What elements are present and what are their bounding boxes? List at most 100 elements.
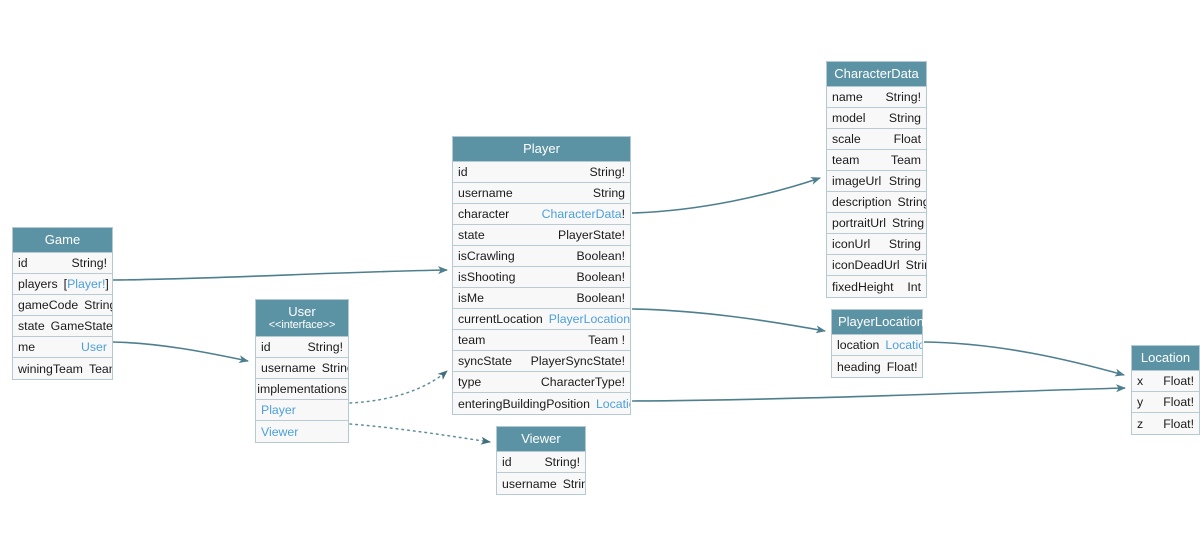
field-name: name xyxy=(832,90,863,104)
field-type: Float! xyxy=(1163,374,1194,388)
node-viewer[interactable]: Viewer id String! username String xyxy=(496,426,586,495)
edge-game-players-to-player xyxy=(112,266,448,281)
field-type: Float! xyxy=(1163,416,1194,431)
node-player-title: Player xyxy=(453,137,630,162)
field-type: String xyxy=(888,111,921,125)
table-row[interactable]: model String xyxy=(827,108,926,129)
field-type: Float! xyxy=(1163,395,1194,409)
table-row[interactable]: heading Float! xyxy=(832,356,922,377)
field-type: String xyxy=(897,195,926,209)
table-row[interactable]: name String! xyxy=(827,87,926,108)
table-row[interactable]: id String! xyxy=(453,162,630,183)
node-playerlocation-title: PlayerLocation xyxy=(832,310,924,335)
node-characterdata-title: CharacterData xyxy=(827,62,926,87)
edge-user-implements-viewer xyxy=(349,423,491,445)
table-row[interactable]: iconDeadUrl String xyxy=(827,255,926,276)
field-name: model xyxy=(832,111,866,125)
table-row[interactable]: z Float! xyxy=(1132,413,1199,434)
section-label: implementations xyxy=(257,382,347,396)
table-row[interactable]: id String! xyxy=(256,337,348,358)
field-name: imageUrl xyxy=(832,174,882,188)
field-name: team xyxy=(832,153,860,167)
table-row[interactable]: fixedHeight Int xyxy=(827,276,926,297)
table-row[interactable]: location Location! xyxy=(832,335,922,356)
table-row[interactable]: username String xyxy=(453,183,630,204)
table-row[interactable]: isShooting Boolean! xyxy=(453,267,630,288)
table-row[interactable]: currentLocation PlayerLocation! xyxy=(453,309,630,330)
table-row[interactable]: y Float! xyxy=(1132,392,1199,413)
field-type: Float! xyxy=(886,359,918,374)
field-name: portraitUrl xyxy=(832,216,886,230)
field-name: isMe xyxy=(458,291,484,305)
field-type: CharacterType! xyxy=(540,375,625,389)
field-type: Team ! xyxy=(588,333,625,347)
field-name: location xyxy=(837,338,880,352)
table-row[interactable]: imageUrl String xyxy=(827,171,926,192)
node-player[interactable]: Player id String! username String charac… xyxy=(452,136,631,415)
table-row[interactable]: me User xyxy=(13,337,112,358)
field-type: Boolean! xyxy=(576,249,625,263)
field-type: PlayerState! xyxy=(558,228,625,242)
field-name: username xyxy=(502,476,557,491)
table-row[interactable]: gameCode String! xyxy=(13,295,112,316)
field-name: y xyxy=(1137,395,1144,409)
edge-playerlocation-location-to-location xyxy=(923,341,1125,377)
implementation-item-viewer[interactable]: Viewer xyxy=(256,421,348,442)
field-name: description xyxy=(832,195,892,209)
node-user-name: User xyxy=(288,304,316,319)
table-row[interactable]: description String xyxy=(827,192,926,213)
table-row[interactable]: isCrawling Boolean! xyxy=(453,246,630,267)
field-name: currentLocation xyxy=(458,312,543,326)
implementation-item-player[interactable]: Player xyxy=(256,400,348,421)
table-row[interactable]: iconUrl String xyxy=(827,234,926,255)
field-name: type xyxy=(458,375,482,389)
implementation-name: Player xyxy=(261,403,296,417)
table-row[interactable]: portraitUrl String xyxy=(827,213,926,234)
table-row[interactable]: syncState PlayerSyncState! xyxy=(453,351,630,372)
field-type: String xyxy=(562,476,585,491)
field-name: gameCode xyxy=(18,298,79,312)
table-row[interactable]: team Team ! xyxy=(453,330,630,351)
table-row[interactable]: character CharacterData! xyxy=(453,204,630,225)
table-row[interactable]: username String xyxy=(256,358,348,379)
field-type: String! xyxy=(84,298,112,312)
table-row[interactable]: username String xyxy=(497,473,585,494)
node-location[interactable]: Location x Float! y Float! z Float! xyxy=(1131,345,1200,435)
field-name: iconDeadUrl xyxy=(832,258,900,272)
table-row[interactable]: type CharacterType! xyxy=(453,372,630,393)
node-viewer-title: Viewer xyxy=(497,427,585,452)
field-name: state xyxy=(18,319,45,333)
node-characterdata[interactable]: CharacterData name String! model String … xyxy=(826,61,927,298)
field-type: Location xyxy=(595,396,630,411)
table-row[interactable]: enteringBuildingPosition Location xyxy=(453,393,630,414)
field-type: Team xyxy=(890,153,921,167)
field-type: String xyxy=(888,237,921,251)
node-playerlocation[interactable]: PlayerLocation location Location! headin… xyxy=(831,309,924,378)
field-type: [Player!] xyxy=(63,277,109,291)
table-row[interactable]: isMe Boolean! xyxy=(453,288,630,309)
table-row[interactable]: id String! xyxy=(13,253,112,274)
field-type: String xyxy=(891,216,925,230)
node-game-title: Game xyxy=(13,228,112,253)
field-name: me xyxy=(18,340,36,354)
field-name: isShooting xyxy=(458,270,516,284)
field-type: String! xyxy=(544,455,580,469)
table-row[interactable]: scale Float xyxy=(827,129,926,150)
field-name: z xyxy=(1137,416,1144,431)
table-row[interactable]: x Float! xyxy=(1132,371,1199,392)
field-type: String xyxy=(888,174,921,188)
field-type: CharacterData! xyxy=(541,207,625,221)
table-row[interactable]: winingTeam Team xyxy=(13,358,112,379)
table-row[interactable]: players [Player!] xyxy=(13,274,112,295)
field-name: fixedHeight xyxy=(832,279,894,294)
field-name: state xyxy=(458,228,485,242)
table-row[interactable]: team Team xyxy=(827,150,926,171)
table-row[interactable]: state PlayerState! xyxy=(453,225,630,246)
table-row[interactable]: state GameState! xyxy=(13,316,112,337)
edge-player-character-to-characterdata xyxy=(631,177,821,214)
field-name: syncState xyxy=(458,354,512,368)
table-row[interactable]: id String! xyxy=(497,452,585,473)
node-game[interactable]: Game id String! players [Player!] gameCo… xyxy=(12,227,113,380)
node-user[interactable]: User <<interface>> id String! username S… xyxy=(255,299,349,443)
